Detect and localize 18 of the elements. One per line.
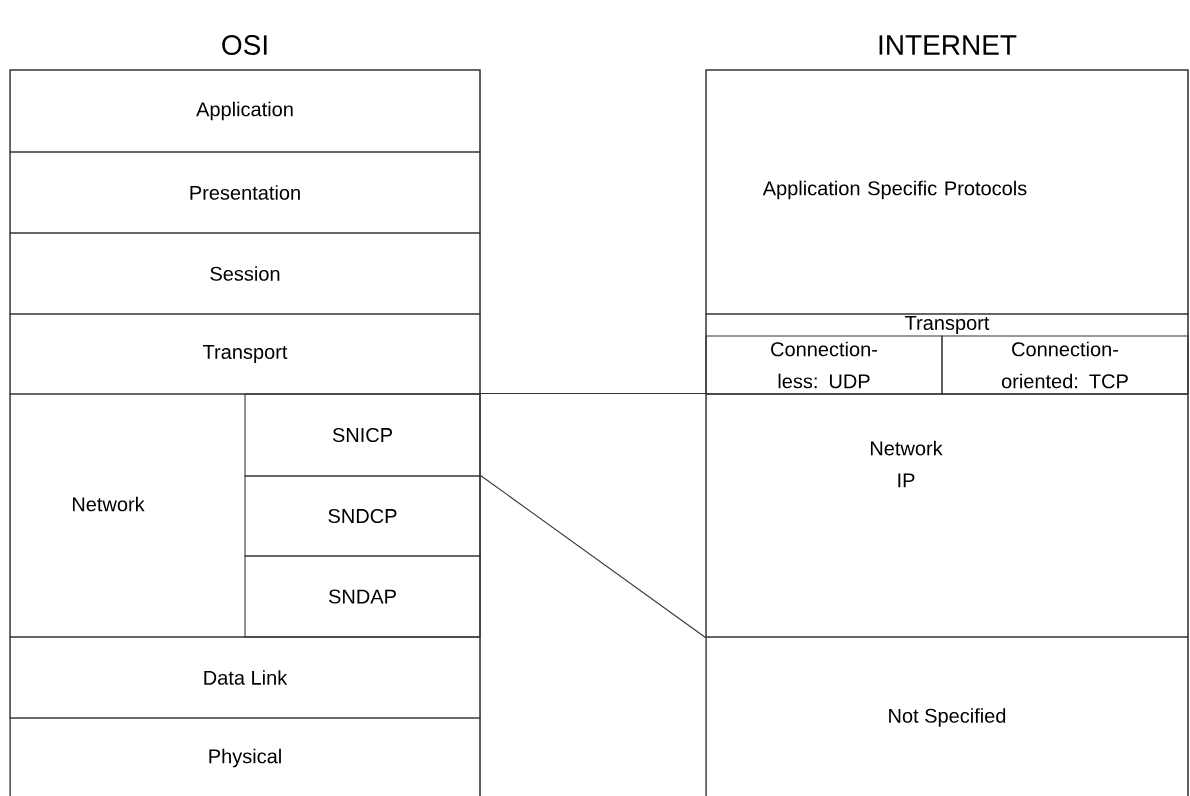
sublayer-box: SNICP — [244, 393, 481, 477]
layer-box: Not Specified — [705, 636, 1189, 796]
sublayer-box: Connection- oriented: TCP — [941, 335, 1189, 395]
layer-box: Application Specific Protocols — [705, 69, 1189, 315]
connector-line — [480, 474, 706, 639]
layer-box: Session — [9, 232, 481, 315]
connector-line — [480, 392, 706, 394]
layer-box: Network IP — [705, 393, 1189, 638]
sublayer-box: Connection- less: UDP — [705, 335, 943, 395]
layer-box: Physical — [9, 717, 481, 796]
sublayer-box: SNDCP — [244, 475, 481, 557]
layer-box: Presentation — [9, 151, 481, 234]
layer-box: Data Link — [9, 636, 481, 719]
node-label: INTERNET — [879, 35, 1017, 55]
layer-box: Application — [9, 69, 481, 153]
node-label: OSI — [222, 35, 267, 55]
layer-box: Transport — [9, 313, 481, 395]
sublayer-box: SNDAP — [244, 555, 481, 638]
